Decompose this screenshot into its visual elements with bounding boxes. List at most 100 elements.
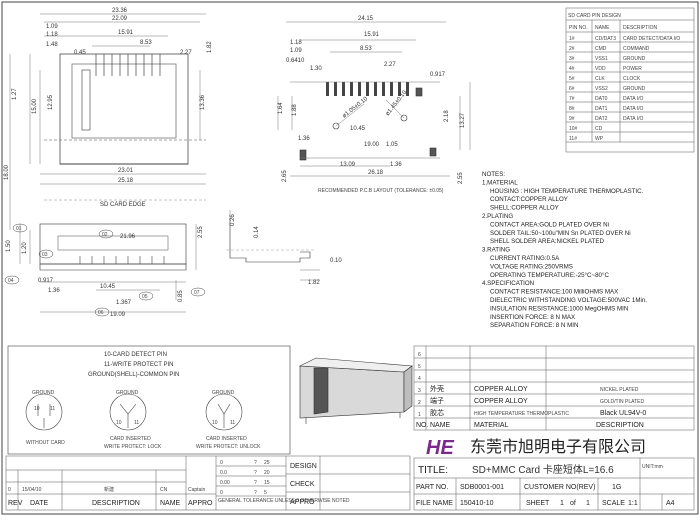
pin-table-cell: 8# (569, 106, 575, 112)
tolerance-sign: ? (254, 480, 257, 486)
pin11-label-2: 11 (134, 420, 139, 426)
note-line: VOLTAGE RATING:250VRMS (490, 263, 573, 270)
pin-table-cell: DATA I/O (623, 106, 643, 112)
pin-table-cell: 11# (569, 136, 577, 142)
dim-1-09: 1.09 (46, 24, 58, 30)
pin-table-cell: POWER (623, 66, 642, 72)
bom-header: NAME (430, 422, 451, 429)
pcb-dim-15-91: 15.91 (364, 32, 380, 38)
bom-item-material: COPPER ALLOY (474, 386, 528, 393)
dim-13-36: 13.36 (200, 94, 206, 110)
pin-table-cell: COMMAND (623, 46, 650, 52)
side-dim-0-917: 0.917 (38, 278, 54, 284)
pin11-label-3: 11 (230, 420, 235, 426)
appro-label: APPRO (290, 499, 315, 506)
pcb-dim-24-15: 24.15 (358, 16, 374, 22)
pin-table-cell: DAT1 (595, 106, 608, 112)
bom-item-material: COPPER ALLOY (474, 398, 528, 405)
dim-15-00: 15.00 (32, 98, 38, 114)
pcb-dim-2-18: 2.18 (444, 110, 450, 122)
title-block (413, 457, 695, 511)
pin-table-header: DESCRIPTION (623, 25, 658, 31)
rev-header: REV (8, 500, 23, 507)
note-line: DIELECTRIC WITHSTANDING VOLTAGE:500VAC 1… (490, 297, 647, 304)
sheet-of: of (570, 500, 576, 507)
unit-label: UNIT:mm (642, 464, 663, 470)
tolerance-sign: ? (254, 470, 257, 476)
pin10-label-1: 10 (34, 406, 40, 412)
side-dim-1-36: 1.36 (48, 288, 60, 294)
pcb-layout-label: RECOMMENDED P.C.B LAYOUT (TOLERANCE: ±0.… (318, 188, 444, 194)
description-header: DESCRIPTION (92, 500, 140, 507)
bom-header: MATERIAL (474, 422, 509, 429)
detect-title: 10-CARD DETECT PIN (104, 352, 167, 358)
pin-table-cell: WP (595, 136, 604, 142)
revision-value: 1G (612, 484, 621, 491)
bom-row-number: 4 (418, 376, 421, 382)
detect-line3: GROUND(SHELL)-COMMON PIN (88, 372, 179, 378)
pin-table-cell: 6# (569, 86, 575, 92)
bom-item-material: HIGH TEMPERATURE THERMOPLASTIC (474, 411, 569, 417)
detect-panel (7, 345, 291, 455)
scale-value: 1:1 (628, 500, 638, 507)
company-name: 东莞市旭明电子有限公司 (470, 438, 646, 456)
balloon-04: 04 (8, 278, 14, 284)
note-line: SHELL:COPPER ALLOY (490, 205, 559, 212)
tolerance-amount: 20 (264, 470, 270, 476)
pcb-dim-2-27: 2.27 (384, 62, 396, 68)
side-dim-21-96: 21.96 (120, 234, 136, 240)
bom-item-name: 端子 (430, 396, 444, 405)
part-no-label: PART NO. (416, 484, 448, 491)
sd-card-edge-label: SD CARD EDGE (100, 202, 146, 208)
note-line: CONTACT:COPPER ALLOY (490, 196, 568, 203)
card-inserted-label-1: CARD INSERTED (110, 436, 151, 442)
rev-number: 0 (8, 487, 11, 493)
revision-text: 0 15/04/10 新建 CN Captain REV DATE DESCRI… (8, 463, 350, 507)
pcb-dim-0-917: 0.917 (430, 72, 446, 78)
pcb-dim-10-45: 10.45 (350, 126, 366, 132)
dim-1-27: 1.27 (12, 88, 18, 100)
dim-12-95: 12.95 (48, 94, 54, 110)
pin-table-cell: CLOCK (623, 76, 641, 82)
bom-row-number: 1 (418, 412, 421, 418)
part-no: SDB0001-001 (460, 484, 504, 491)
note-line: CONTACT AREA:GOLD PLATED OVER Ni (490, 221, 609, 228)
file-name: 150410-10 (460, 500, 494, 507)
wp-lock-label: WRITE PROTECT: LOCK (104, 444, 162, 450)
design-label: DESIGN (290, 463, 317, 470)
bom-header: NO. (416, 422, 429, 429)
pcb-dim-1-36-b: 1.36 (390, 162, 402, 168)
dim-8-53: 8.53 (140, 40, 152, 46)
note-line: SHELL SOLDER AREA:NICKEL PLATED (490, 238, 604, 245)
pin-table-cell: GROUND (623, 56, 646, 62)
side-dim-19-09: 19.09 (110, 312, 126, 318)
pin10-label-3: 10 (212, 420, 218, 426)
side-dim-1-20: 1.20 (22, 242, 28, 254)
pcb-dim-1-18: 1.18 (290, 40, 302, 46)
bom-item-description: NICKEL PLATED (600, 387, 639, 393)
side-dim-0-10: 0.10 (330, 258, 342, 264)
balloon-02: 02 (102, 232, 108, 238)
sheet-label: SHEET (526, 500, 550, 507)
pin-table-cell: DATA I/O (623, 96, 643, 102)
pcb-dim-1-88: 1.88 (292, 104, 298, 116)
pcb-dim-1-05: 1.05 (386, 142, 398, 148)
pin-table-cell: VSS2 (595, 86, 608, 92)
dim-25-18: 25.18 (118, 178, 134, 184)
ground-label-3: GROUND (212, 390, 235, 396)
tolerance-amount: 15 (264, 480, 270, 486)
balloon-01: 01 (16, 226, 22, 232)
company-logo: HE (426, 437, 454, 459)
side-dim-0-14: 0.14 (254, 226, 260, 238)
tolerance-value: 0.00 (220, 480, 230, 486)
pcb-dim-13-09: 13.09 (340, 162, 356, 168)
side-dim-0-85: 0.85 (178, 290, 184, 302)
pin-table-cell: CMD (595, 46, 607, 52)
wp-unlock-label: WRITE PROTECT: UNLOCK (196, 444, 261, 450)
dim-1-82: 1.82 (207, 41, 213, 53)
balloon-labels: 01 02 03 04 05 06 07 (8, 226, 200, 316)
note-line: INSULATION RESISTANCE:1000 MegOHMS MIN (490, 305, 628, 312)
bom-header: DESCRIPTION (596, 422, 644, 429)
